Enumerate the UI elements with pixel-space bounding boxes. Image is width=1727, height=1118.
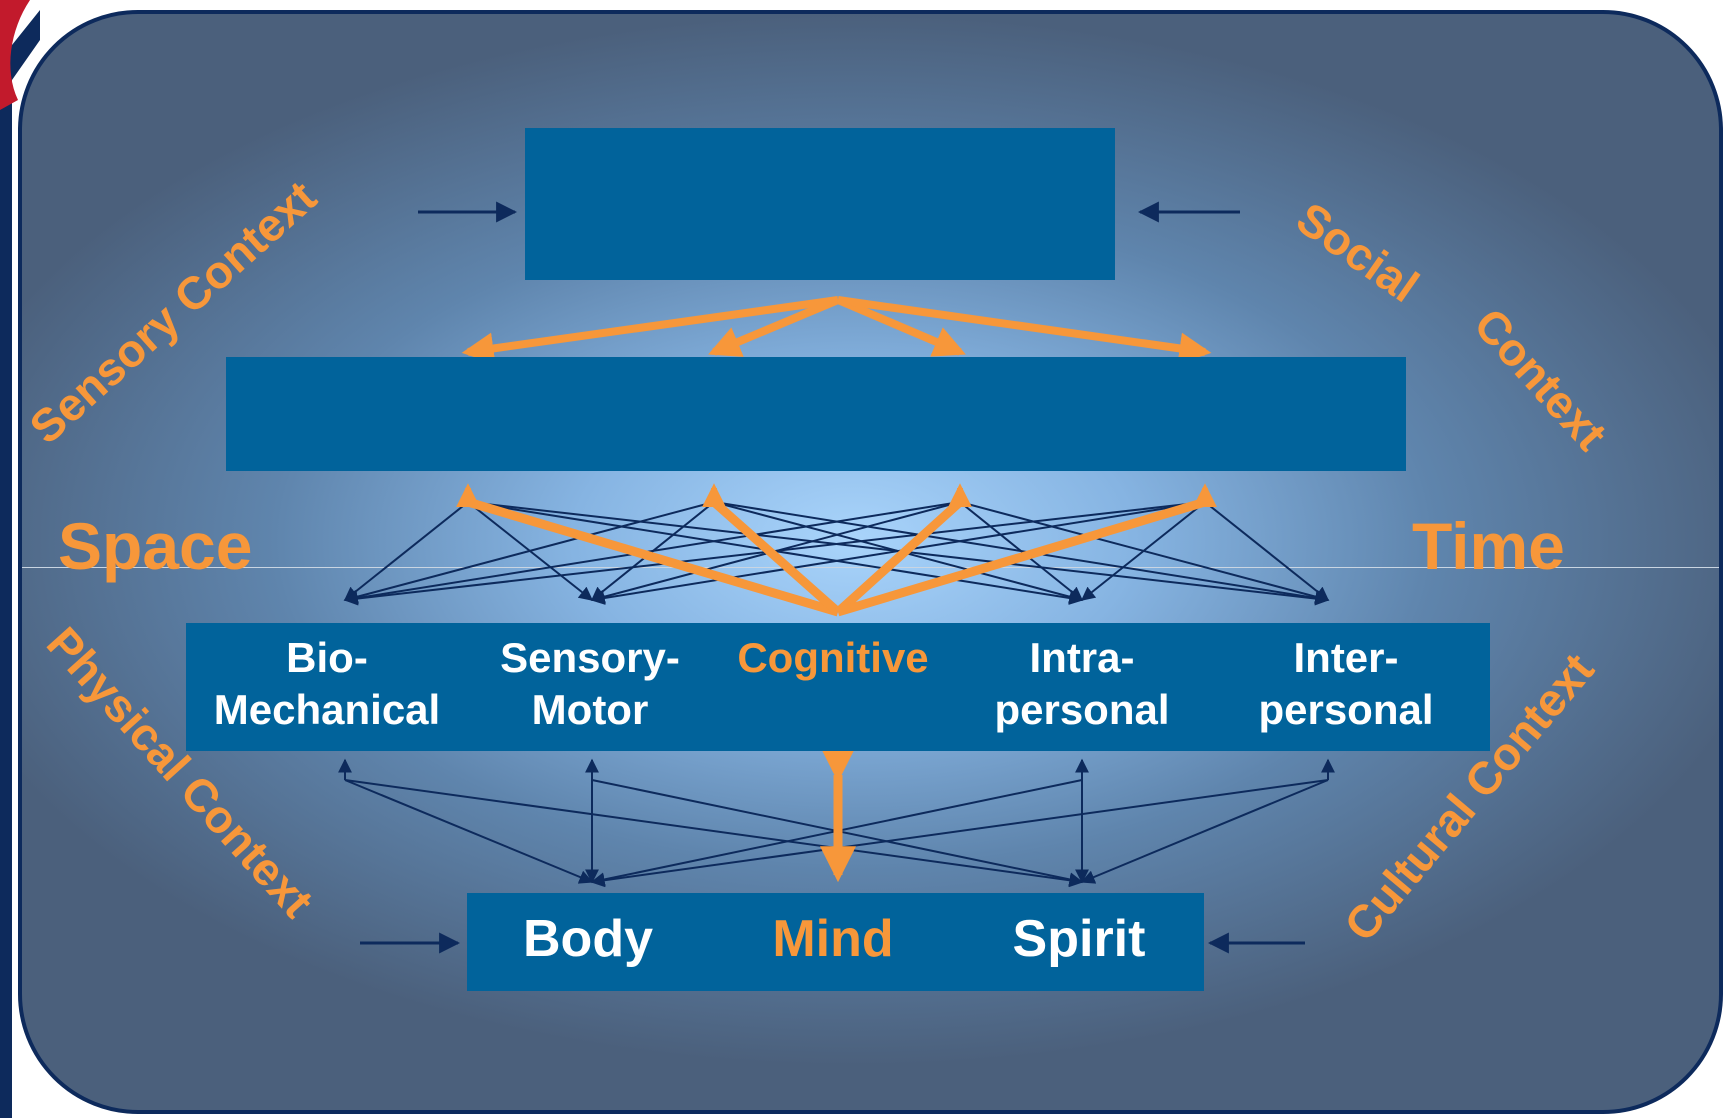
cognitive-connector-line — [836, 497, 1207, 617]
connector-line — [343, 501, 961, 605]
connector-line — [1080, 501, 1206, 601]
domain-label-intrapersonal: Intra- personal — [994, 634, 1170, 733]
domain-label-sensory-motor: Sensory- Motor — [500, 634, 680, 733]
top-fan-arrow — [708, 296, 840, 357]
thin-connector-lines — [338, 501, 1335, 888]
time-label: Time — [1412, 509, 1565, 583]
top-fan-arrow — [461, 296, 839, 365]
top-fan-arrow — [836, 296, 966, 357]
connector-line — [344, 779, 1084, 888]
divider-line — [22, 567, 1719, 568]
person-box — [467, 893, 1204, 991]
space-label: Space — [58, 509, 253, 583]
person-label-body: Body — [523, 910, 653, 968]
person-label-spirit: Spirit — [1012, 910, 1146, 968]
connector-line — [344, 779, 594, 884]
domain-label-cognitive: Cognitive — [737, 634, 929, 681]
connector-line — [343, 501, 469, 601]
thick-connector-lines — [456, 296, 1217, 883]
cognitive-connector-line — [466, 497, 840, 617]
side-arrows — [360, 201, 1305, 954]
connector-line — [343, 501, 715, 604]
connector-line — [959, 501, 1084, 601]
domain-label-interpersonal: Inter- personal — [1258, 634, 1434, 733]
connector-line — [1080, 779, 1329, 884]
top-box — [525, 128, 1115, 280]
connector-line — [590, 501, 1206, 605]
person-label-mind: Mind — [772, 910, 894, 968]
domain-label-biomechanical: Bio- Mechanical — [213, 634, 441, 733]
top-fan-arrow — [837, 296, 1212, 365]
cognitive-connector-line — [834, 498, 964, 616]
logo-swoosh-icon — [0, 0, 40, 1118]
connector-line — [1204, 501, 1330, 601]
connector-line — [590, 779, 1329, 888]
domains-box — [186, 623, 1490, 751]
cognitive-connector-line — [711, 498, 841, 616]
middle-box — [226, 357, 1406, 471]
